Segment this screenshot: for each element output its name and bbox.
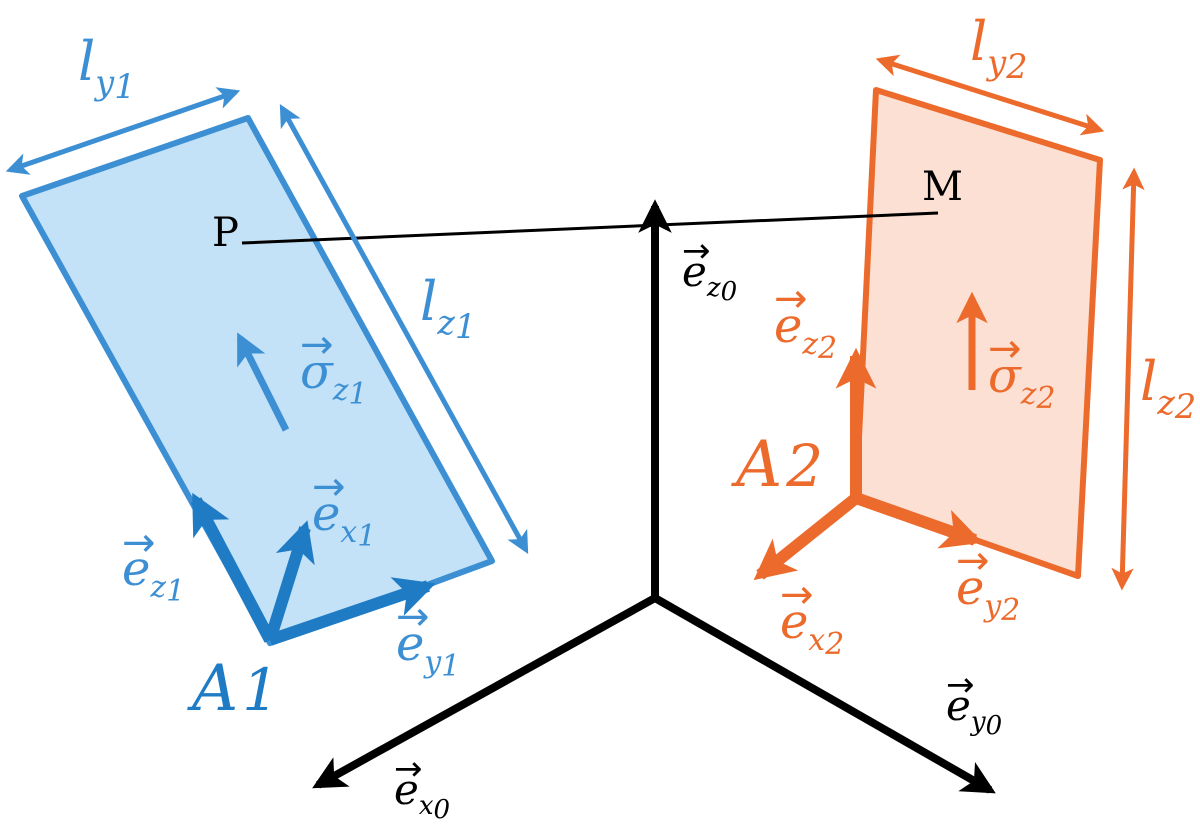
svg-text:ex0: ex0 (394, 765, 450, 825)
label-ly2: ly2 (970, 10, 1028, 86)
dimension-ly2-arrow (875, 54, 1105, 136)
svg-text:→: → (988, 326, 1022, 372)
label-ex0: → ex0 (394, 749, 450, 825)
label-ex1: → ex1 (312, 464, 376, 554)
dimension-lz2-arrow (1111, 167, 1145, 591)
label-A1: A1 (187, 652, 279, 726)
label-sigma2: → σz2 (988, 326, 1055, 416)
label-ez1: → ez1 (122, 520, 185, 609)
svg-text:→: → (780, 572, 814, 618)
svg-text:σz1: σz1 (300, 344, 367, 412)
vector-ey1 (268, 577, 436, 646)
label-ey1: → ey1 (396, 594, 460, 684)
vector-ex1 (264, 520, 315, 642)
svg-text:ez0: ez0 (682, 247, 737, 307)
svg-text:→: → (956, 538, 990, 584)
label-ez2: → ez2 (774, 276, 837, 366)
vector-ex2 (753, 493, 860, 581)
surface-2 (853, 87, 1103, 579)
label-lz2: lz2 (1140, 350, 1196, 426)
svg-text:→: → (300, 322, 334, 368)
svg-text:→: → (396, 594, 430, 640)
svg-text:→: → (312, 464, 346, 510)
svg-text:ez1: ez1 (122, 541, 185, 609)
svg-text:→: → (774, 276, 808, 322)
dimension-lz1-arrow (279, 104, 529, 554)
axis-y0 (653, 594, 996, 794)
vector-ey2 (854, 492, 983, 549)
label-ey2: → ey2 (956, 538, 1020, 628)
svg-text:ex1: ex1 (312, 486, 376, 554)
svg-text:σz2: σz2 (988, 348, 1055, 416)
svg-text:ey0: ey0 (946, 681, 1002, 741)
label-ex2: → ex2 (780, 572, 844, 662)
sigma-1-arrow (236, 332, 290, 432)
axis-x0 (312, 594, 657, 789)
label-sigma1: → σz1 (300, 322, 367, 412)
surface-1 (19, 115, 495, 646)
label-lz1: lz1 (420, 270, 476, 346)
point-m-label: M (922, 164, 963, 210)
svg-text:→: → (946, 665, 975, 705)
dimension-ly1-arrow (5, 87, 241, 175)
svg-text:→: → (682, 231, 711, 271)
label-A2: A2 (731, 428, 823, 502)
label-ly1: ly1 (78, 30, 136, 106)
vector-ez1 (190, 492, 276, 643)
svg-text:→: → (394, 749, 423, 789)
svg-text:ey1: ey1 (396, 616, 460, 684)
label-ez0: → ez0 (682, 231, 737, 307)
svg-text:→: → (122, 520, 156, 566)
point-p-label: P (212, 210, 239, 256)
svg-text:ex2: ex2 (780, 594, 844, 662)
label-ey0: → ey0 (946, 665, 1002, 741)
svg-text:ey2: ey2 (956, 560, 1020, 628)
svg-text:ez2: ez2 (774, 298, 837, 366)
